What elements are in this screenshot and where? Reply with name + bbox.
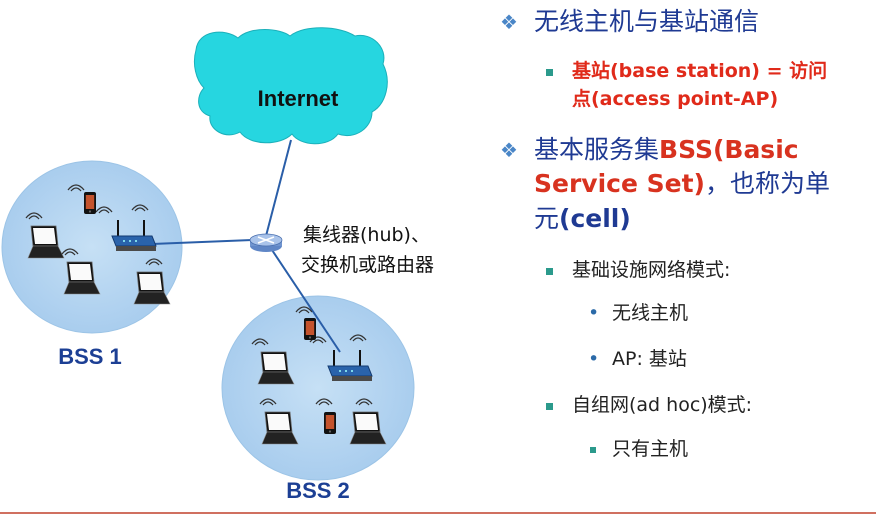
phone-icon — [304, 318, 316, 340]
square-icon — [546, 69, 553, 76]
hub-label-line2: 交换机或路由器 — [301, 254, 434, 276]
sub-bullet-base-station-line2: 点(access point-AP) — [572, 88, 779, 110]
sub-bullet-ad-hoc: 自组网(ad hoc)模式: — [546, 392, 752, 419]
square-icon — [546, 268, 553, 275]
bullet-bss-line2: Service Set)，也称为单 — [534, 169, 830, 198]
bss2-label: BSS 2 — [286, 478, 350, 503]
link-hub-bss2 — [271, 249, 341, 353]
bullet-wireless-hosts: ❖ 无线主机与基站通信 — [500, 7, 760, 36]
sub-sub-bullet-ap: • AP: 基站 — [588, 346, 687, 373]
sub-bullet-base-station: 基站(base station) = 访问 — [546, 58, 876, 85]
dot-bullet-icon: • — [588, 302, 600, 324]
hub-label-line1: 集线器(hub)、 — [303, 224, 430, 246]
link-internet-hub — [265, 139, 292, 237]
square-icon — [546, 403, 553, 410]
internet-label: Internet — [258, 86, 339, 111]
dot-bullet-icon: • — [588, 348, 600, 370]
sub-sub-bullet-wireless-host: • 无线主机 — [588, 300, 688, 327]
phone-icon — [324, 412, 336, 434]
bullet-bss-line3: 元(cell) — [534, 204, 631, 233]
diamond-cluster-icon: ❖ — [500, 10, 518, 34]
router-icon — [249, 233, 283, 252]
phone-icon — [84, 192, 96, 214]
bss1-area — [1, 160, 183, 334]
sub-bullet-infrastructure: 基础设施网络模式: — [546, 257, 730, 284]
bss2-area — [221, 295, 415, 481]
internet-cloud — [193, 27, 388, 145]
bss1-label: BSS 1 — [58, 344, 122, 369]
bullet-bss: ❖ 基本服务集BSS(Basic — [500, 135, 799, 164]
diamond-cluster-icon: ❖ — [500, 138, 518, 162]
sub-sub-bullet-hosts-only: 只有主机 — [588, 436, 688, 463]
link-bss1-hub — [151, 239, 253, 245]
square-icon — [590, 447, 596, 453]
